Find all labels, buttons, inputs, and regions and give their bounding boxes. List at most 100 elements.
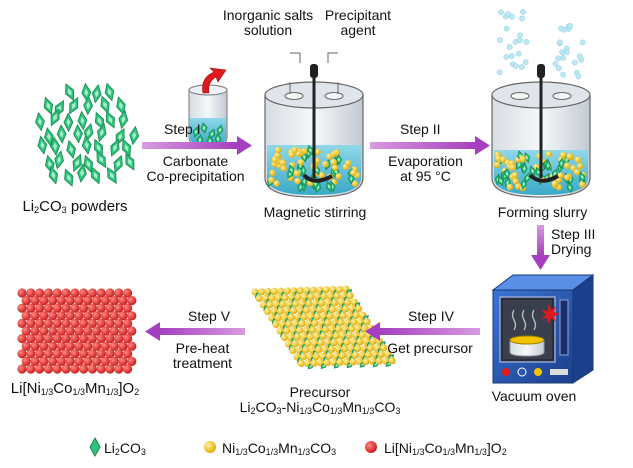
precursor-yellow-sphere [300,313,308,321]
product-red-sphere [127,296,137,306]
precursor-yellow-sphere [322,286,331,294]
vacuum-oven-label: Vacuum oven [491,388,577,404]
powder-crystal [50,136,61,157]
green-particle [551,168,558,179]
vapor-dot [519,64,525,70]
yellow-particle [351,180,359,187]
yellow-particle [506,183,514,191]
product-red-sphere [65,356,75,366]
powder-crystal [125,153,135,171]
step4-label: Step IV [408,308,454,324]
precursor-yellow-sphere [309,286,318,294]
precursor-yellow-sphere [354,344,362,353]
powder-crystal [81,135,92,155]
precursor-yellow-sphere [280,333,288,342]
product-red-sphere [105,318,115,328]
precursor-yellow-sphere [270,287,279,295]
yellow-particle [493,161,501,168]
product-red-sphere [21,356,31,366]
arrow-step1 [142,136,252,155]
yellow-particle [566,153,573,160]
green-particle [288,164,295,176]
product-red-sphere [48,296,58,306]
precursor-yellow-sphere [342,305,350,313]
product-red-sphere [56,311,66,321]
product-red-sphere [74,311,84,321]
precursor-yellow-sphere [336,358,344,366]
precursor-yellow-sphere [338,352,347,360]
product-red-sphere [61,349,71,359]
product-red-sphere [123,364,133,374]
powder-crystal [106,166,117,185]
product-red-sphere [35,303,45,313]
green-particle [297,181,304,193]
forming-slurry-label: Forming slurry [497,204,588,220]
product-red-sphere [70,303,80,313]
vapor-dot [558,25,564,32]
yellow-particle [350,169,357,176]
step1-line1: Carbonate [162,153,229,169]
product-red-sphere [48,326,58,336]
precursor-yellow-sphere [364,351,373,359]
product-red-sphere [114,349,124,359]
vapor-dot [560,55,567,61]
powder-crystal [65,83,75,101]
magnetic-stirring-beaker [264,52,364,198]
yellow-particle [545,150,553,158]
vapor-dot [508,53,515,59]
precursor-yellow-sphere [346,292,354,300]
step2-label: Step II [400,121,441,137]
yellow-particle [560,151,567,159]
beaker-crystal [192,126,200,138]
powder-crystal [83,95,94,116]
vapor-dot [506,44,513,50]
precursor-yellow-sphere [257,288,266,296]
vapor-dot [559,49,566,55]
powder-crystal [43,96,54,116]
product-red-sphere [65,341,75,351]
precursor-yellow-sphere [293,333,301,341]
product-red-sphere [79,334,89,344]
product-red-sphere [87,364,97,374]
product-red-sphere [96,334,106,344]
yellow-particle [273,180,280,187]
product-red-sphere [48,341,58,351]
arrow-step4 [365,322,480,341]
product-red-sphere [109,326,119,336]
product-red-sphere [52,288,62,298]
precursor-yellow-sphere [305,300,313,308]
step5-line2: treatment [172,355,233,371]
vapor-dot [512,63,519,69]
yellow-particle [280,165,287,172]
precursor-yellow-sphere [356,338,364,346]
product-red-sphere [56,326,66,336]
product-red-sphere [43,364,54,374]
green-particle [325,181,333,192]
product-red-sphere [92,311,102,321]
yellow-particle [294,170,301,177]
product-red-sphere [70,334,80,344]
product-red-sphere [123,349,133,359]
small-beaker-icon [188,67,228,147]
precursor-yellow-sphere [294,293,302,301]
product-red-sphere [30,296,40,306]
vapor-dot [571,59,578,66]
powder-crystal [118,109,129,130]
green-particle [335,153,343,166]
precursor-yellow-sphere [299,353,308,361]
yellow-particle [335,173,342,180]
product-red-sphere [35,334,45,344]
product-red-sphere [123,303,133,313]
product-sphere-cluster [17,288,137,374]
precursor-yellow-sphere [326,312,334,320]
product-red-sphere [96,349,106,359]
product-red-sphere [100,356,110,366]
vapor-dot [512,39,519,45]
precursor-yellow-sphere [290,307,298,315]
precursor-yellow-sphere [317,339,325,347]
product-red-sphere [105,303,115,313]
yellow-particle [563,162,571,169]
legend-red-circle-icon [365,441,377,453]
precursor-yellow-sphere [315,346,323,354]
powder-crystal [48,165,59,185]
